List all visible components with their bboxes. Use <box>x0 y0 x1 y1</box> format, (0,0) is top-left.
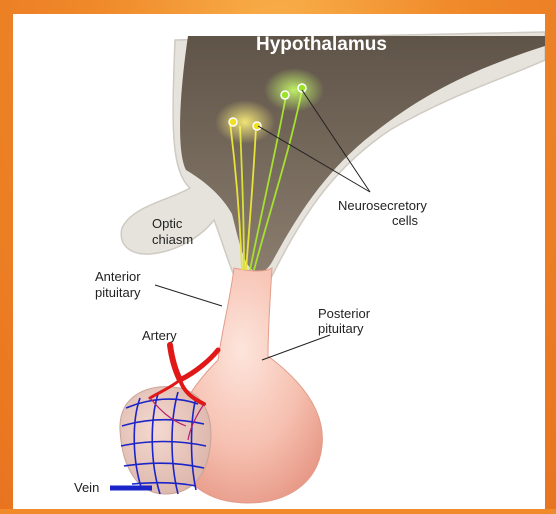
anterior-pituitary-label-line2: pituitary <box>95 285 141 300</box>
pituitary-diagram: Hypothalamus Neurosecretory cells Optic … <box>13 14 545 509</box>
neuron-cluster-green <box>264 68 324 112</box>
hypothalamus-label: Hypothalamus <box>256 34 387 55</box>
optic-chiasm-label-line1: Optic <box>152 216 183 231</box>
neurosecretory-label-line2: cells <box>392 213 419 228</box>
artery-label: Artery <box>142 328 177 343</box>
vein-label: Vein <box>74 480 99 495</box>
anterior-pituitary-label-line1: Anterior <box>95 269 141 284</box>
optic-chiasm-label-line2: chiasm <box>152 232 193 247</box>
diagram-panel: Hypothalamus Neurosecretory cells Optic … <box>13 14 545 509</box>
neuron-cluster-yellow <box>215 100 275 144</box>
posterior-pituitary-label-line2: pituitary <box>318 321 364 336</box>
posterior-pituitary-label-line1: Posterior <box>318 306 371 321</box>
neurosecretory-label-line1: Neurosecretory <box>338 198 427 213</box>
